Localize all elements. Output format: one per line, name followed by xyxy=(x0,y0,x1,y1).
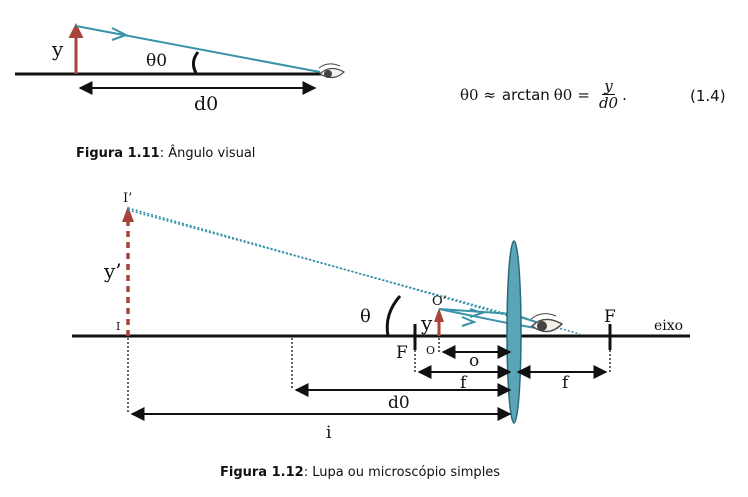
label-y: y xyxy=(51,37,64,61)
object-arrowhead xyxy=(434,308,444,322)
eye-icon xyxy=(318,63,345,79)
eq-func: arctan xyxy=(501,85,550,104)
label-theta: θ xyxy=(360,306,371,327)
eq-arg: θ0 xyxy=(553,85,573,104)
caption-1-12-prefix: Figura 1.12 xyxy=(220,465,304,480)
eye-icon xyxy=(530,313,564,333)
label-theta0: θ0 xyxy=(146,51,167,71)
ray-arrow-2 xyxy=(461,316,477,327)
caption-1-11-text: : Ângulo visual xyxy=(159,146,256,161)
label-F-right: F xyxy=(604,307,616,327)
label-O-prime: O’ xyxy=(432,294,447,309)
label-y-prime: y’ xyxy=(103,259,122,283)
eq-fraction: y d0 xyxy=(597,78,620,111)
eq-lhs: θ0 ≈ xyxy=(460,85,496,104)
label-F-left: F xyxy=(396,343,408,363)
virtual-image-arrowhead xyxy=(122,206,134,222)
label-I: I xyxy=(116,320,120,333)
label-f-left: f xyxy=(460,373,468,393)
label-y: y xyxy=(420,311,433,335)
eq-tail: . xyxy=(622,85,627,104)
label-I-prime: I’ xyxy=(123,191,132,206)
label-o: o xyxy=(469,351,479,371)
ray-direction-arrow xyxy=(111,27,129,41)
label-d0: d0 xyxy=(194,93,218,115)
label-d0: d0 xyxy=(388,393,410,413)
label-eixo: eixo xyxy=(654,318,683,334)
equation-number: (1.4) xyxy=(690,87,726,105)
label-f-right: f xyxy=(562,373,570,393)
caption-1-11-prefix: Figura 1.11 xyxy=(76,146,160,161)
eq-denominator: d0 xyxy=(598,94,619,112)
label-O: O xyxy=(426,344,435,357)
figure-magnifier: I’ y’ I θ O’ y F O o f f d0 i F eixo xyxy=(72,191,690,443)
caption-figure-1-12: Figura 1.12: Lupa ou microscópio simples xyxy=(220,465,500,480)
caption-1-12-text: : Lupa ou microscópio simples xyxy=(303,465,501,480)
ray-arrow-1 xyxy=(469,308,486,318)
eq-equals: = xyxy=(577,85,590,104)
lens xyxy=(506,240,522,424)
figure-visual-angle: y θ0 d0 xyxy=(15,23,345,115)
label-i: i xyxy=(326,423,332,443)
light-ray xyxy=(75,25,321,73)
equation-1-4: θ0 ≈ arctan θ0 = y d0 . xyxy=(460,78,627,111)
caption-figure-1-11: Figura 1.11: Ângulo visual xyxy=(76,146,255,161)
eq-numerator: y xyxy=(602,77,615,95)
ray-center xyxy=(438,308,513,325)
angle-arc xyxy=(191,51,200,74)
angle-arc xyxy=(385,295,402,337)
